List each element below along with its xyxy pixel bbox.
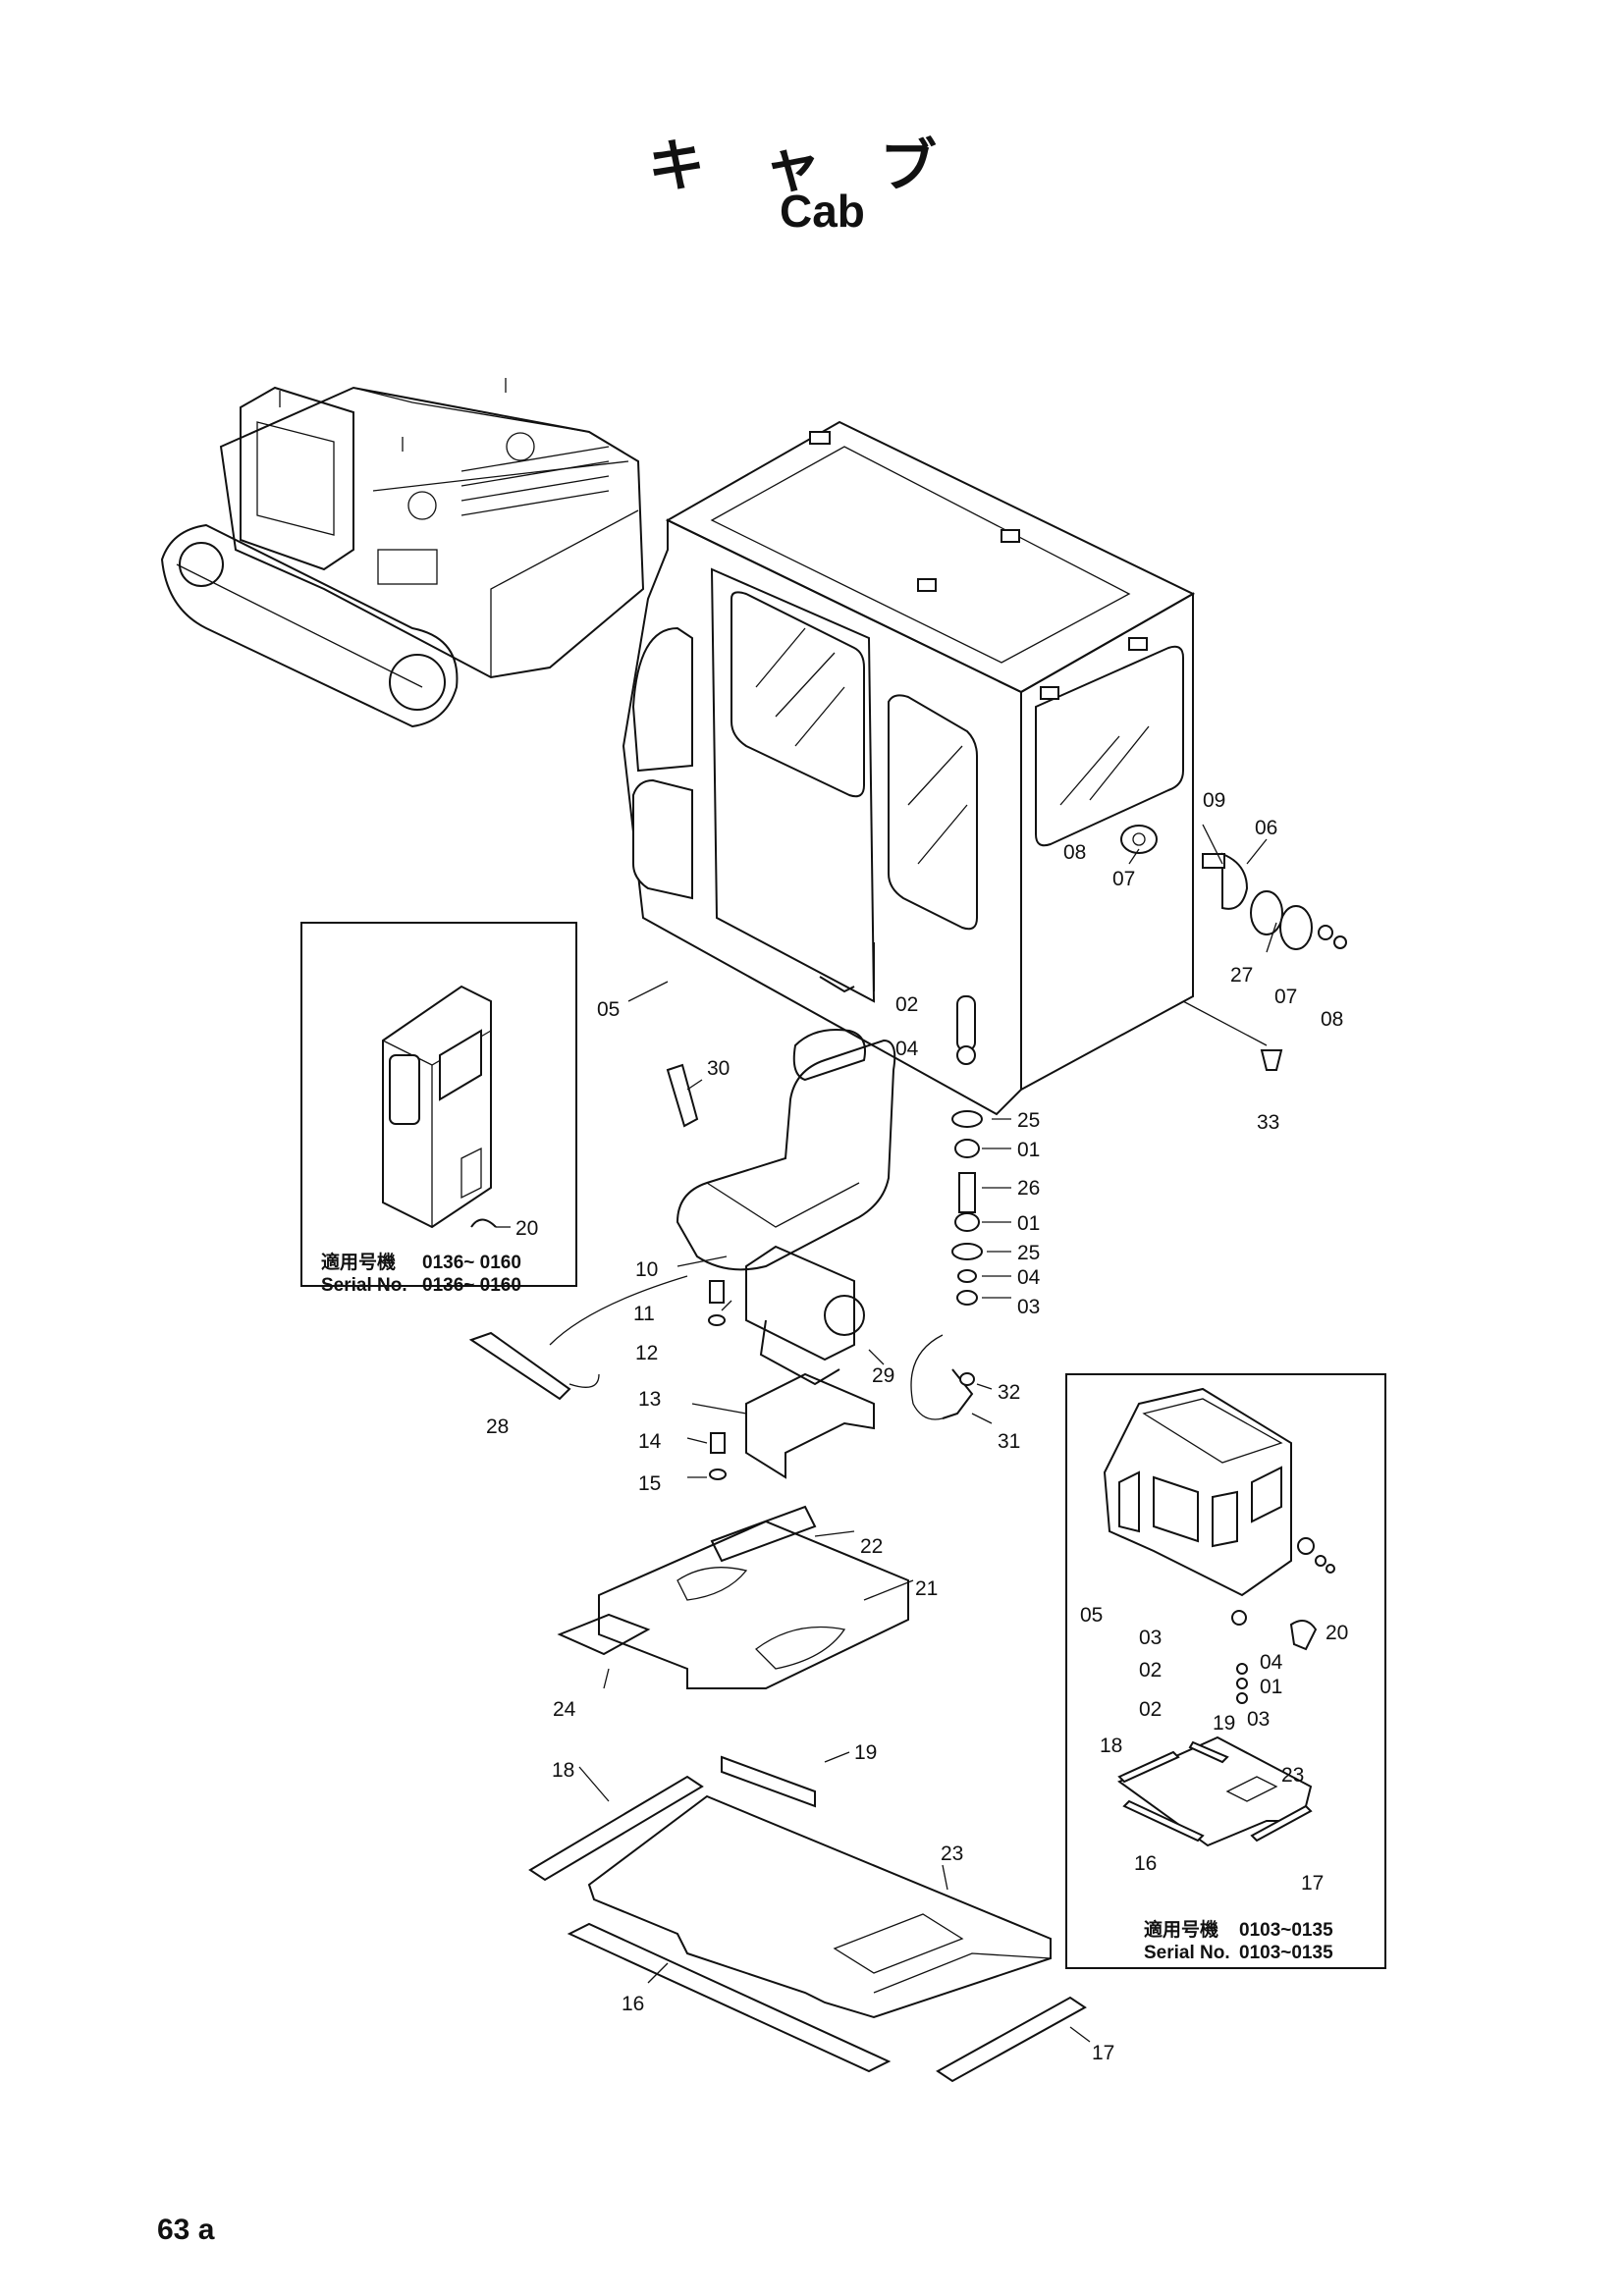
callout-15: 15	[638, 1472, 661, 1495]
callout-25a: 25	[1017, 1109, 1040, 1132]
callout-07b: 07	[1274, 986, 1297, 1008]
inset-right-callout-19: 19	[1213, 1712, 1235, 1735]
callout-10: 10	[635, 1258, 658, 1281]
inset-right-callout-02a: 02	[1139, 1659, 1162, 1682]
inset-left-serial-range: 0136~ 0160	[422, 1275, 521, 1296]
inset-right-callout-23: 23	[1281, 1764, 1304, 1787]
callout-26: 26	[1017, 1177, 1040, 1200]
leader-lines	[578, 824, 1277, 2043]
operator-seat	[676, 1029, 896, 1386]
inset-right-callout-05: 05	[1080, 1604, 1103, 1627]
callout-19: 19	[854, 1741, 877, 1764]
callout-12: 12	[635, 1342, 658, 1364]
inset-right-callout-03a: 03	[1139, 1627, 1162, 1649]
floor-mat	[557, 1505, 909, 1689]
callout-04b: 04	[1017, 1266, 1041, 1289]
callout-01a: 01	[1017, 1139, 1040, 1161]
inset-right-callout-16: 16	[1134, 1852, 1157, 1875]
callout-32: 32	[998, 1381, 1020, 1404]
inset-left	[300, 922, 577, 1287]
inset-right	[1065, 1373, 1386, 1969]
inset-right-callout-04: 04	[1260, 1651, 1283, 1674]
inset-right-serial-label: Serial No.	[1144, 1943, 1230, 1963]
callout-30: 30	[707, 1057, 730, 1080]
callout-25b: 25	[1017, 1242, 1040, 1264]
callout-08b: 08	[1321, 1008, 1343, 1031]
callout-02: 02	[895, 993, 918, 1016]
inset-right-serial-range: 0103~0135	[1239, 1943, 1333, 1963]
inset-right-callout-03b: 03	[1247, 1708, 1270, 1731]
inset-left-serial-label: Serial No.	[321, 1275, 407, 1296]
callout-04: 04	[895, 1038, 919, 1060]
callout-33: 33	[1257, 1111, 1279, 1134]
callout-29: 29	[872, 1364, 894, 1387]
mount-stack	[951, 1110, 983, 1306]
callout-06: 06	[1255, 817, 1277, 839]
bolt-14	[710, 1432, 726, 1454]
floor-plate	[528, 1755, 1087, 2083]
page-number: 63 a	[157, 2214, 215, 2246]
knob-32	[959, 1372, 975, 1386]
bolt-11	[709, 1280, 725, 1304]
callout-27: 27	[1230, 964, 1253, 987]
callout-03: 03	[1017, 1296, 1040, 1318]
inset-right-callout-18: 18	[1100, 1735, 1122, 1757]
excavator-illustration	[160, 378, 645, 728]
title-english: Cab	[780, 186, 865, 237]
callout-09: 09	[1203, 789, 1225, 812]
callout-17: 17	[1092, 2042, 1114, 2064]
bolt-33	[1260, 1049, 1283, 1071]
callout-21: 21	[915, 1577, 938, 1600]
callout-13: 13	[638, 1388, 661, 1411]
inset-left-label-jp: 適用号機	[321, 1251, 396, 1273]
lever-28	[468, 1331, 571, 1401]
cab-body	[622, 420, 1196, 1116]
door-lock	[956, 995, 976, 1065]
work-light	[1202, 852, 1347, 950]
bracket-13	[745, 1372, 875, 1479]
callout-31: 31	[998, 1430, 1020, 1453]
inset-left-callout-20: 20	[515, 1217, 538, 1240]
callout-22: 22	[860, 1535, 883, 1558]
callout-08a: 08	[1063, 841, 1086, 864]
inset-right-range-jp: 0103~0135	[1239, 1920, 1333, 1941]
callout-11: 11	[633, 1303, 655, 1325]
callout-24: 24	[553, 1698, 576, 1721]
inset-right-callout-17: 17	[1301, 1872, 1324, 1895]
inset-right-callout-20: 20	[1325, 1622, 1348, 1644]
callout-23: 23	[941, 1842, 963, 1865]
washer-15	[709, 1468, 727, 1480]
title-japanese: キャブ	[648, 133, 997, 199]
inset-right-label-jp: 適用号機	[1144, 1918, 1218, 1941]
callout-05: 05	[597, 998, 620, 1021]
inset-right-callout-01: 01	[1260, 1676, 1282, 1698]
callout-16: 16	[622, 1993, 644, 2015]
gas-spring-30	[666, 1063, 699, 1128]
inset-left-range-jp: 0136~ 0160	[422, 1253, 521, 1273]
washer-12	[708, 1314, 726, 1326]
side-plate	[1120, 825, 1158, 854]
inset-right-callout-02b: 02	[1139, 1698, 1162, 1721]
callout-28: 28	[486, 1415, 509, 1438]
callout-01b: 01	[1017, 1212, 1040, 1235]
callout-18: 18	[552, 1759, 574, 1782]
callout-07a: 07	[1112, 868, 1135, 890]
callout-14: 14	[638, 1430, 662, 1453]
